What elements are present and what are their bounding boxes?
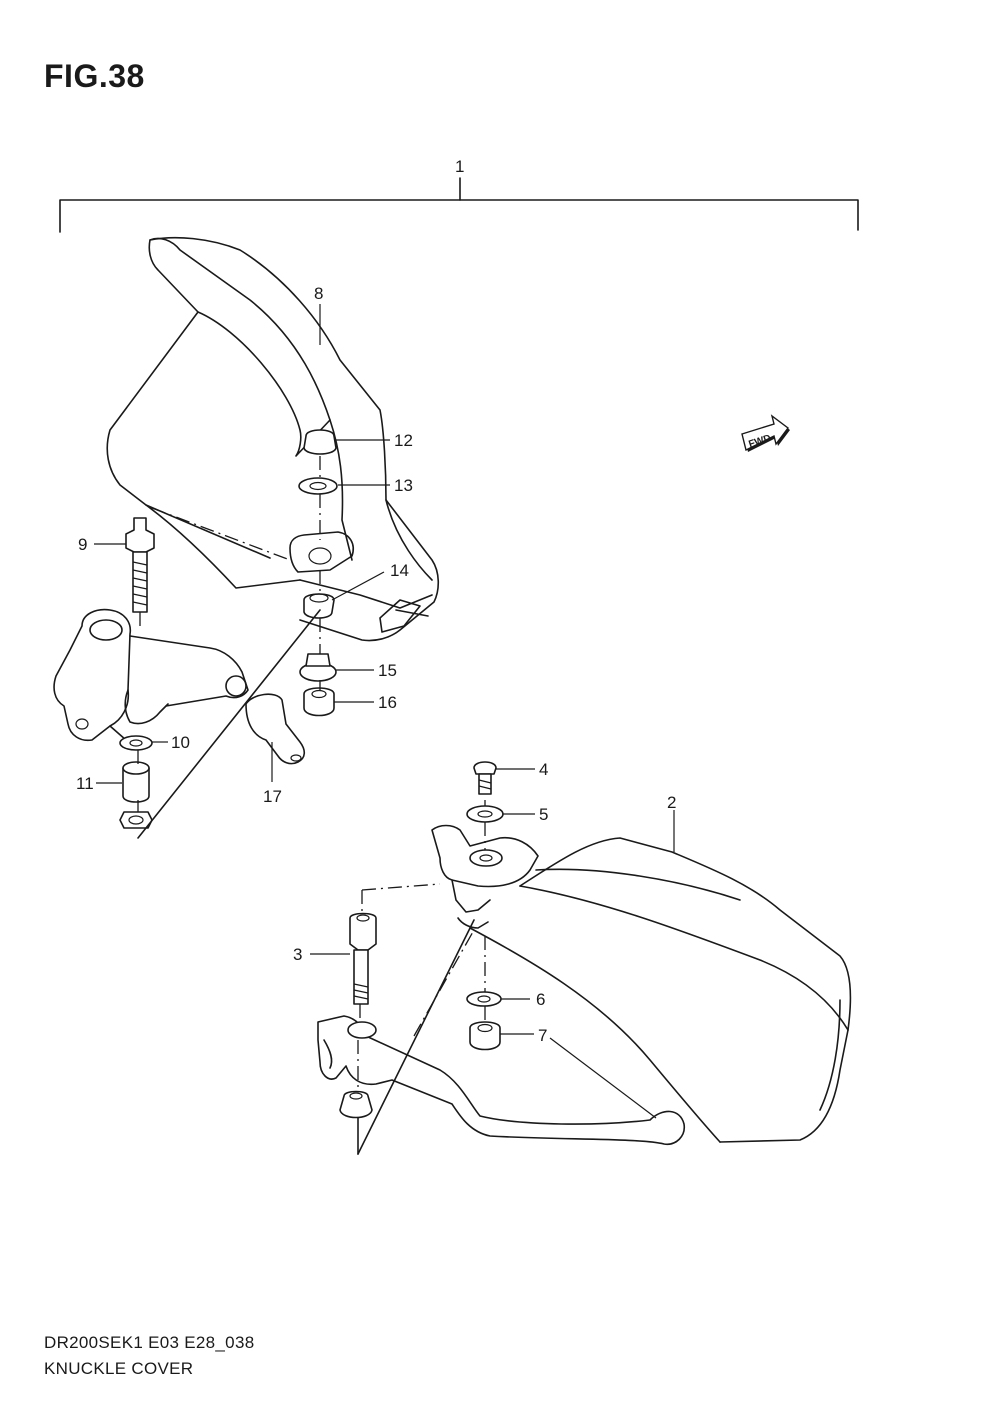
callout-6: 6 — [536, 990, 545, 1009]
control-lever — [317, 1015, 686, 1146]
fwd-arrow-icon: FWD — [741, 414, 790, 452]
callout-3: 3 — [293, 945, 302, 964]
pivot-bolt-3 — [349, 912, 377, 1005]
grommet-14 — [303, 593, 335, 619]
lock-nut-16 — [303, 687, 335, 717]
callout-11: 11 — [76, 774, 94, 793]
callout-10: 10 — [171, 733, 190, 752]
callout-4: 4 — [539, 760, 548, 779]
figure-title: FIG.38 — [44, 58, 145, 94]
callout-15: 15 — [378, 661, 397, 680]
callout-16: 16 — [378, 693, 397, 712]
diagram-code: DR200SEK1 E03 E28_038 — [44, 1333, 255, 1352]
mounting-clamp — [53, 608, 249, 742]
callout-8: 8 — [314, 284, 323, 303]
callout-1: 1 — [455, 157, 464, 176]
callout-14: 14 — [390, 561, 409, 580]
stud-bolt — [125, 517, 155, 613]
lower-knuckle-cover — [469, 837, 852, 1143]
cap-nut-12 — [303, 429, 337, 455]
callout-5: 5 — [539, 805, 548, 824]
assembly-guides-upper — [137, 456, 321, 839]
callout-17: 17 — [263, 787, 282, 806]
assembly-bracket — [59, 177, 859, 233]
screw-4 — [473, 761, 497, 795]
callout-7: 7 — [538, 1026, 547, 1045]
lower-bracket — [431, 824, 539, 929]
washer-10 — [119, 735, 153, 751]
callout-9: 9 — [78, 535, 87, 554]
leader-lines — [94, 304, 675, 1119]
washer-5 — [466, 805, 504, 823]
assembly-guides-lower — [357, 800, 486, 1155]
lock-nut-7 — [469, 1021, 501, 1051]
callout-13: 13 — [394, 476, 413, 495]
washer-13 — [298, 477, 338, 495]
upper-knuckle-cover — [106, 236, 440, 642]
washer-6 — [466, 991, 502, 1007]
rubber-boot-17 — [245, 693, 306, 765]
flange-nut-15 — [299, 653, 337, 682]
lower-nut-right — [339, 1090, 373, 1119]
callout-labels: 1 8 9 12 13 14 15 16 10 11 17 4 5 2 3 6 … — [76, 157, 676, 1045]
diagram-name: KNUCKLE COVER — [44, 1359, 194, 1378]
callout-2: 2 — [667, 793, 676, 812]
callout-12: 12 — [394, 431, 413, 450]
lower-nut-left — [119, 811, 153, 829]
spacer-collar — [122, 761, 150, 803]
